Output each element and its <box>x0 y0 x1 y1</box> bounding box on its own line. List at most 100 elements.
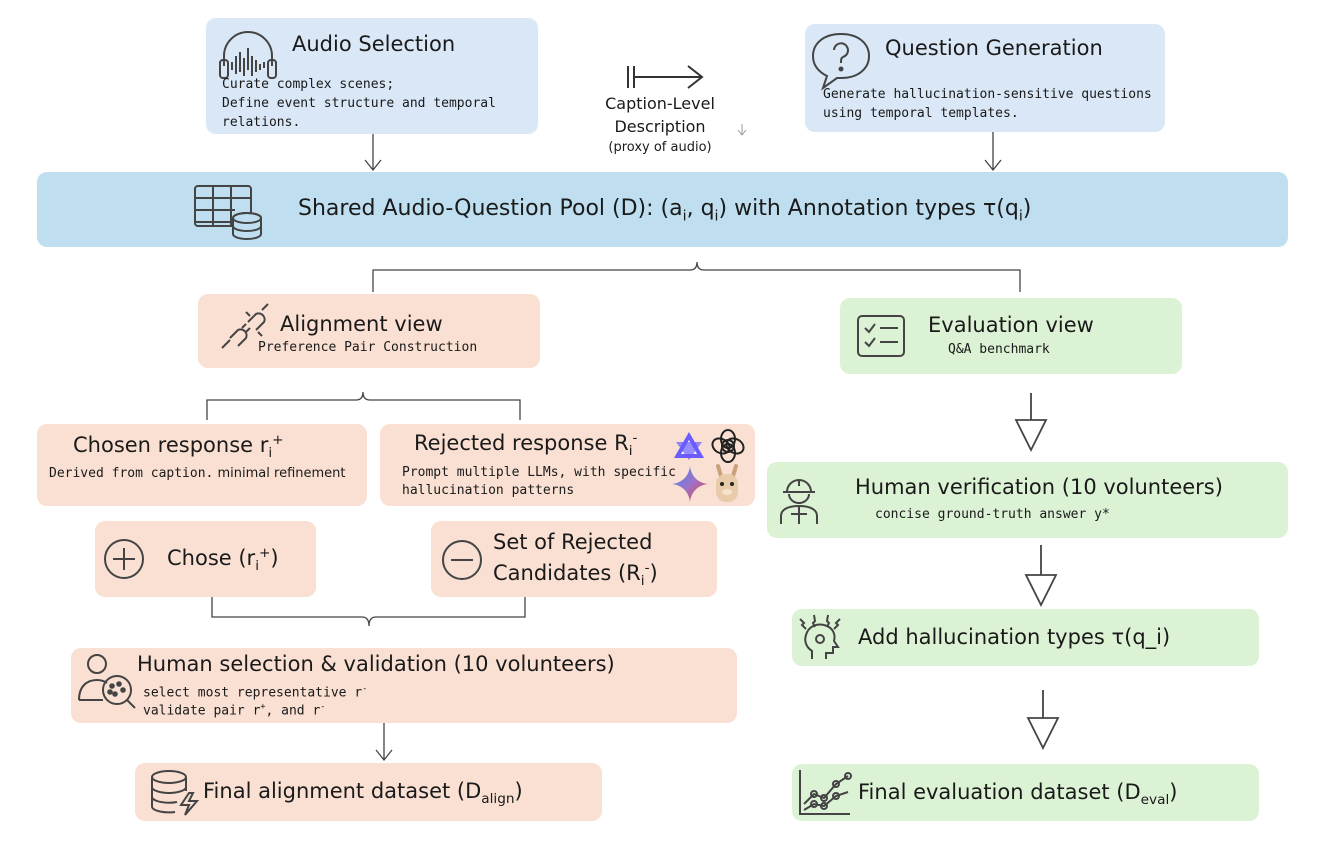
pool-sub-q: i <box>714 208 719 225</box>
chose-sup: + <box>258 545 271 561</box>
hallucination-types-title: Add hallucination types τ(q_i) <box>858 625 1171 649</box>
human-selection-title: Human selection & validation (10 volunte… <box>137 652 615 676</box>
pool-title-end: ) <box>1022 196 1032 221</box>
rejected-sub: i <box>628 443 633 460</box>
checklist-icon <box>857 315 905 357</box>
big-arrow-verification-to-hallucination <box>1024 545 1058 608</box>
small-down-arrow-icon <box>737 124 747 136</box>
alignment-view-title: Alignment view <box>280 312 443 336</box>
pool-title: Shared Audio-Question Pool (D): (ai, qi)… <box>298 196 1031 224</box>
human-verification-subtitle: concise ground-truth answer y* <box>875 507 1110 522</box>
audio-selection-line2: Define event structure and temporal <box>222 96 496 111</box>
human-selection-line2-sup1: + <box>260 701 266 711</box>
alignment-view-box: Alignment view Preference Pair Construct… <box>198 294 540 368</box>
evaluation-view-title: Evaluation view <box>928 313 1094 337</box>
arrow-to-final-alignment <box>375 722 393 762</box>
final-alignment-box: Final alignment dataset (Dalign) <box>135 763 602 821</box>
rejected-set-box: Set of Rejected Candidates (Ri-) <box>431 521 717 597</box>
chose-title: Chose (ri+) <box>167 545 279 574</box>
rejected-set-line1: Set of Rejected <box>493 530 653 554</box>
pool-title-part1: Shared Audio-Question Pool (D): (a <box>298 196 683 221</box>
human-selection-line2-sup2: - <box>320 701 326 711</box>
line-chart-icon <box>799 770 852 815</box>
chosen-desc-a: Derived from caption. <box>49 466 214 481</box>
chosen-sub: i <box>268 445 273 462</box>
gemini-sparkle-icon <box>672 466 708 502</box>
pool-title-part3: ) with Annotation types τ(q <box>718 196 1019 221</box>
human-selection-line1-text: select most representative r <box>143 685 363 701</box>
chosen-response-title-text: Chosen response r <box>73 433 269 457</box>
evaluation-view-subtitle: Q&A benchmark <box>948 342 1050 357</box>
question-generation-line2: using temporal templates. <box>823 106 1019 121</box>
pool-title-part2: , q <box>686 196 715 221</box>
speech-bubble-question-icon <box>811 32 871 91</box>
rejected-response-title: Rejected response Ri- <box>414 430 637 459</box>
chose-end: ) <box>270 546 279 570</box>
rejected-set-sub: i <box>640 573 645 590</box>
plus-circle-icon <box>104 539 144 579</box>
arrow-question-to-pool <box>984 132 1002 172</box>
chosen-response-title: Chosen response ri+ <box>73 432 284 461</box>
final-alignment-title: Final alignment dataset (Dalign) <box>203 779 523 807</box>
human-selection-line1: select most representative r- <box>143 679 367 702</box>
rejected-set-sup: - <box>644 560 650 576</box>
question-generation-title: Question Generation <box>885 36 1103 60</box>
final-evaluation-end: ) <box>1169 780 1178 804</box>
audio-selection-line1: Curate complex scenes; <box>222 77 395 92</box>
headphones-waveform-icon <box>219 31 277 79</box>
rejected-response-line2: hallucination patterns <box>402 483 575 498</box>
final-evaluation-text: Final evaluation dataset (D <box>858 780 1141 804</box>
big-arrow-hallucination-to-final <box>1026 690 1060 751</box>
caption-line2: Description <box>614 117 706 136</box>
chosen-sup: + <box>272 432 284 448</box>
human-verification-box: Human verification (10 volunteers) conci… <box>767 462 1288 538</box>
arrow-audio-to-pool <box>364 132 382 172</box>
human-selection-line2: validate pair r+, and r- <box>143 697 325 720</box>
rejected-set-line2a: Candidates (R <box>493 561 641 585</box>
chosen-response-box: Chosen response ri+ Derived from caption… <box>37 424 367 506</box>
brace-alignment-split <box>206 391 521 420</box>
question-generation-box: Question Generation Generate hallucinati… <box>805 24 1165 132</box>
audio-selection-line3: relations. <box>222 115 301 130</box>
evaluation-view-box: Evaluation view Q&A benchmark <box>840 298 1182 374</box>
database-bolt-icon <box>151 770 200 816</box>
human-verification-title: Human verification (10 volunteers) <box>855 475 1223 499</box>
chose-sub: i <box>255 558 259 575</box>
chosen-desc-b: minimal refinement <box>213 466 346 481</box>
brace-merge-selection <box>211 597 526 627</box>
big-arrow-eval-to-verification <box>1014 393 1048 453</box>
chose-prefix: Chose (r <box>167 546 256 570</box>
hallucination-types-box: Add hallucination types τ(q_i) <box>792 609 1259 666</box>
brace-pool-split <box>372 261 1021 292</box>
rejected-set-line2: Candidates (Ri-) <box>493 560 658 589</box>
model-logo-a-icon <box>674 432 704 460</box>
final-evaluation-box: Final evaluation dataset (Deval) <box>792 764 1259 821</box>
worker-icon <box>780 479 818 524</box>
human-selection-line1-sup: - <box>362 683 368 693</box>
final-alignment-sub: align <box>481 791 515 808</box>
pool-sub-a: i <box>682 208 687 225</box>
final-evaluation-title: Final evaluation dataset (Deval) <box>858 780 1177 808</box>
table-database-icon <box>194 185 262 240</box>
final-evaluation-sub: eval <box>1140 792 1170 809</box>
pool-sub-tau: i <box>1018 208 1023 225</box>
rejected-set-line2b: ) <box>649 561 658 585</box>
minus-circle-icon <box>442 540 482 580</box>
final-alignment-end: ) <box>514 779 523 803</box>
chose-box: Chose (ri+) <box>95 521 316 597</box>
caption-line1: Caption-Level <box>605 94 715 113</box>
audio-selection-box: Audio Selection Curate complex scenes; D… <box>206 18 538 134</box>
rejected-response-box: Rejected response Ri- Prompt multiple LL… <box>380 424 755 506</box>
rejected-response-line1: Prompt multiple LLMs, with specific <box>402 465 676 480</box>
shared-pool-box: Shared Audio-Question Pool (D): (ai, qi)… <box>37 172 1288 247</box>
caption-line3: (proxy of audio) <box>608 140 712 155</box>
person-search-icon <box>78 654 136 709</box>
rejected-response-title-text: Rejected response R <box>414 431 629 455</box>
plug-icon <box>221 303 269 349</box>
final-alignment-text: Final alignment dataset (D <box>203 779 482 803</box>
llama-icon <box>716 464 738 502</box>
human-selection-box: Human selection & validation (10 volunte… <box>71 648 737 723</box>
human-selection-line2a: validate pair r <box>143 703 261 719</box>
human-selection-line2b: , and r <box>265 703 321 719</box>
